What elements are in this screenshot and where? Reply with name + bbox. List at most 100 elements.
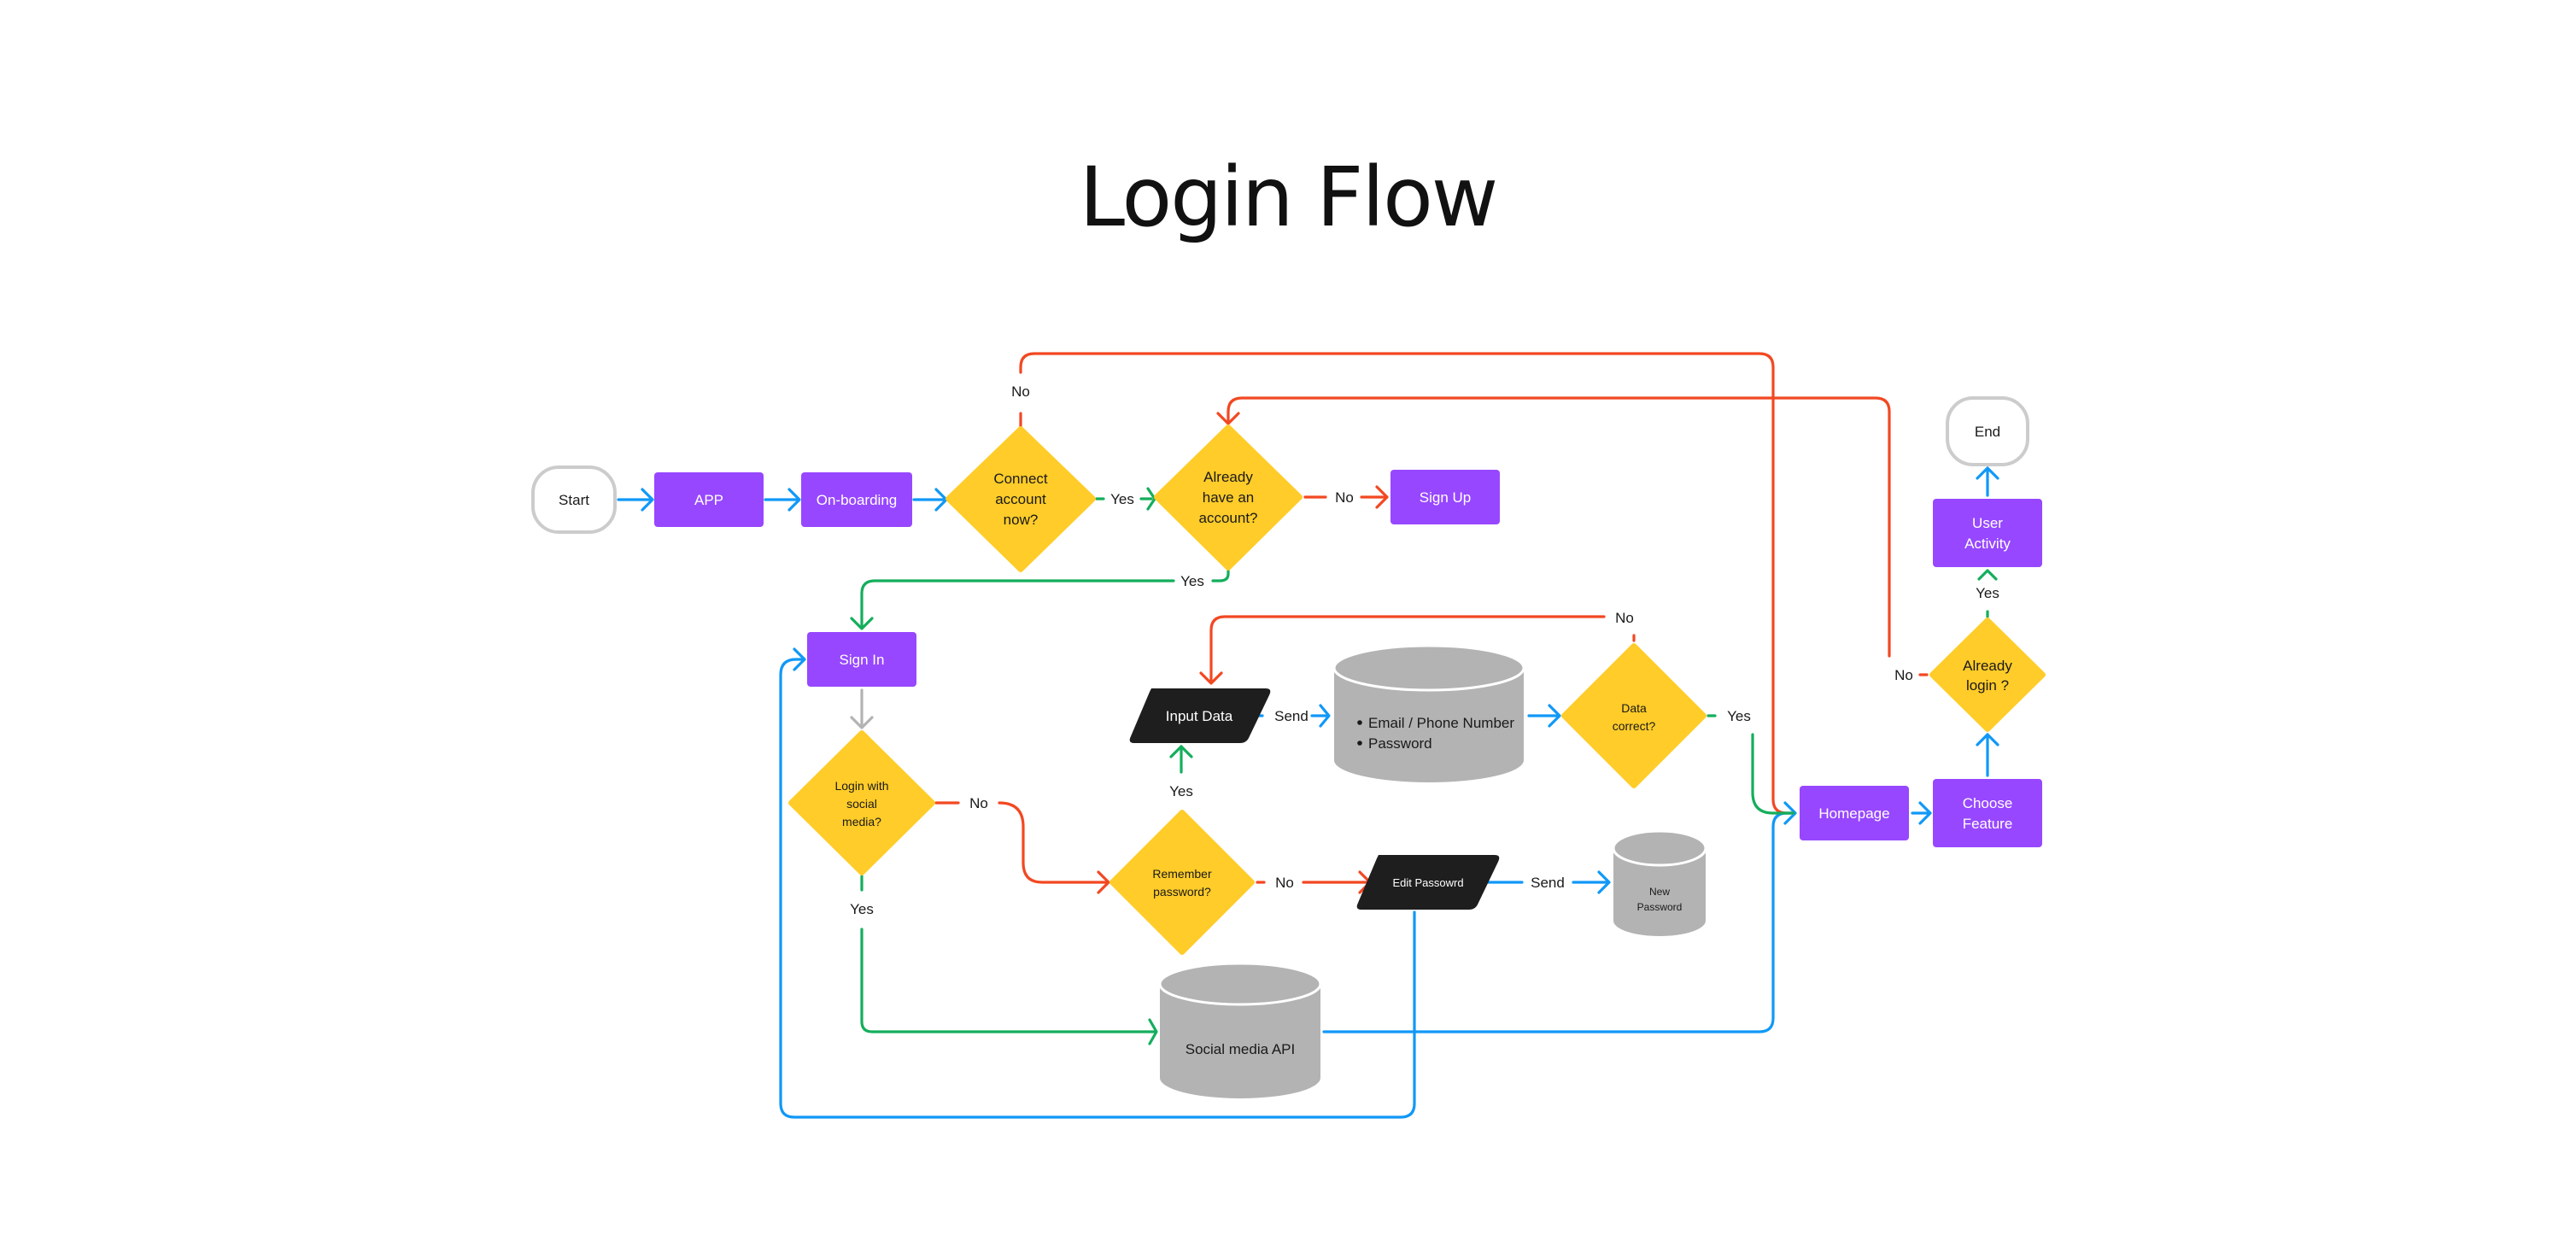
edge-login-no bbox=[1227, 396, 1891, 658]
arrowhead bbox=[1918, 801, 1932, 825]
node-social-media-api[interactable]: Social media API bbox=[1158, 962, 1322, 1098]
arrowhead bbox=[1976, 733, 1999, 746]
bullet-icon bbox=[1357, 720, 1362, 725]
node-sign-in-label: Sign In bbox=[840, 652, 885, 668]
node-user-activity[interactable]: User Activity bbox=[1933, 499, 2042, 567]
node-app-label: APP bbox=[694, 492, 723, 508]
arrowhead bbox=[1216, 412, 1240, 425]
arrowhead bbox=[1375, 485, 1389, 509]
arrowhead bbox=[1199, 671, 1223, 685]
arrowhead bbox=[850, 617, 874, 630]
node-start[interactable]: Start bbox=[531, 465, 617, 534]
node-data-correct[interactable]: Data correct? bbox=[1561, 643, 1707, 788]
node-already-login[interactable]: Already login ? bbox=[1929, 618, 2046, 732]
node-choose-feature[interactable]: Choose Feature bbox=[1933, 779, 2042, 847]
node-start-label: Start bbox=[559, 492, 589, 508]
node-social-line1: Login with bbox=[834, 779, 888, 793]
edge-have-yes-b bbox=[860, 579, 1175, 629]
edge-have-yes-a bbox=[1211, 569, 1230, 583]
node-new-password-line2: Password bbox=[1637, 901, 1683, 913]
edge-edit-signin bbox=[779, 658, 1416, 1119]
node-db-line1: Email / Phone Number bbox=[1368, 715, 1514, 731]
arrowhead bbox=[1976, 466, 1999, 480]
node-already-have-account[interactable]: Already have an account? bbox=[1154, 424, 1303, 571]
arrowhead bbox=[787, 488, 801, 512]
node-remember-password[interactable]: Remember password? bbox=[1109, 810, 1255, 955]
node-already-login-line2: login ? bbox=[1966, 677, 2009, 694]
node-credentials-db[interactable]: Email / Phone Number Password bbox=[1332, 644, 1525, 782]
node-connect-account[interactable]: Connect account now? bbox=[946, 426, 1096, 572]
label-connect-no: No bbox=[1011, 383, 1030, 400]
node-have-line3: account? bbox=[1199, 510, 1258, 526]
arrowhead bbox=[1148, 1018, 1158, 1045]
node-social-line2: social bbox=[846, 797, 877, 811]
node-edit-password[interactable]: Edit Passowrd bbox=[1356, 855, 1500, 910]
edge-labels: No Yes No Yes No Yes Yes No Send No Yes … bbox=[850, 383, 1999, 917]
arrowhead bbox=[641, 488, 654, 512]
node-have-line2: have an bbox=[1203, 489, 1255, 506]
label-remember-no: No bbox=[1275, 875, 1294, 891]
page-title: Login Flow bbox=[1080, 149, 1497, 245]
node-remember-line2: password? bbox=[1153, 885, 1211, 899]
node-input-data-label: Input Data bbox=[1166, 708, 1233, 724]
node-sign-in[interactable]: Sign In bbox=[807, 632, 916, 687]
arrowhead bbox=[1977, 569, 1998, 581]
arrowhead bbox=[793, 647, 806, 671]
edge-datacorrect-no bbox=[1209, 615, 1606, 683]
node-have-line1: Already bbox=[1203, 469, 1253, 485]
node-input-data[interactable]: Input Data bbox=[1129, 688, 1271, 743]
arrowhead bbox=[1097, 870, 1110, 894]
edge-connect-no bbox=[1019, 352, 1795, 815]
node-social-api-label: Social media API bbox=[1186, 1041, 1296, 1057]
label-input-send: Send bbox=[1274, 708, 1308, 724]
label-already-login-yes: Yes bbox=[1976, 585, 1999, 601]
node-sign-up[interactable]: Sign Up bbox=[1390, 470, 1500, 524]
node-connect-line3: now? bbox=[1004, 512, 1039, 528]
label-social-yes: Yes bbox=[850, 901, 874, 917]
node-activity-line1: User bbox=[1972, 515, 2003, 531]
node-end-label: End bbox=[1975, 424, 2000, 440]
node-connect-line2: account bbox=[995, 491, 1046, 507]
node-homepage-label: Homepage bbox=[1818, 805, 1889, 822]
arrowhead bbox=[1597, 870, 1611, 894]
node-social-line3: media? bbox=[842, 815, 881, 828]
node-login-social[interactable]: Login with social media? bbox=[788, 730, 935, 875]
node-new-password-line1: New bbox=[1649, 886, 1670, 898]
arrowhead bbox=[1319, 704, 1331, 728]
node-homepage[interactable]: Homepage bbox=[1800, 786, 1909, 840]
node-connect-line1: Connect bbox=[993, 471, 1048, 487]
label-connect-yes: Yes bbox=[1110, 491, 1134, 507]
edge-datacorrect-yes-b bbox=[1751, 733, 1795, 815]
node-end[interactable]: End bbox=[1946, 396, 2029, 466]
node-db-line2: Password bbox=[1368, 735, 1432, 752]
edges bbox=[617, 352, 1999, 1119]
node-data-correct-line1: Data bbox=[1621, 701, 1647, 715]
label-have-account-yes: Yes bbox=[1180, 573, 1204, 589]
node-new-password-db[interactable]: New Password bbox=[1612, 829, 1707, 936]
edge-social-yes-b bbox=[860, 928, 1156, 1033]
edge-api-homepage bbox=[1322, 811, 1795, 1033]
arrowhead bbox=[1783, 801, 1797, 825]
label-remember-yes: Yes bbox=[1169, 783, 1193, 799]
node-onboarding[interactable]: On-boarding bbox=[801, 472, 912, 527]
node-edit-password-label: Edit Passowrd bbox=[1392, 876, 1463, 889]
arrowhead bbox=[850, 716, 874, 729]
bullet-icon bbox=[1357, 741, 1362, 746]
node-onboarding-label: On-boarding bbox=[817, 492, 898, 508]
node-app[interactable]: APP bbox=[654, 472, 764, 527]
edge-social-no-b bbox=[998, 801, 1109, 884]
label-have-account-no: No bbox=[1335, 489, 1354, 506]
label-social-no: No bbox=[969, 795, 988, 811]
node-choose-line2: Feature bbox=[1963, 816, 2013, 832]
node-choose-line1: Choose bbox=[1963, 795, 2013, 811]
node-data-correct-line2: correct? bbox=[1613, 719, 1656, 733]
label-data-correct-yes: Yes bbox=[1727, 708, 1751, 724]
label-already-login-no: No bbox=[1894, 667, 1913, 683]
node-activity-line2: Activity bbox=[1964, 536, 2011, 552]
label-data-correct-no: No bbox=[1615, 610, 1634, 626]
label-edit-send: Send bbox=[1531, 875, 1565, 891]
arrowhead bbox=[1548, 704, 1561, 728]
node-remember-line1: Remember bbox=[1152, 867, 1212, 881]
node-sign-up-label: Sign Up bbox=[1420, 489, 1471, 506]
